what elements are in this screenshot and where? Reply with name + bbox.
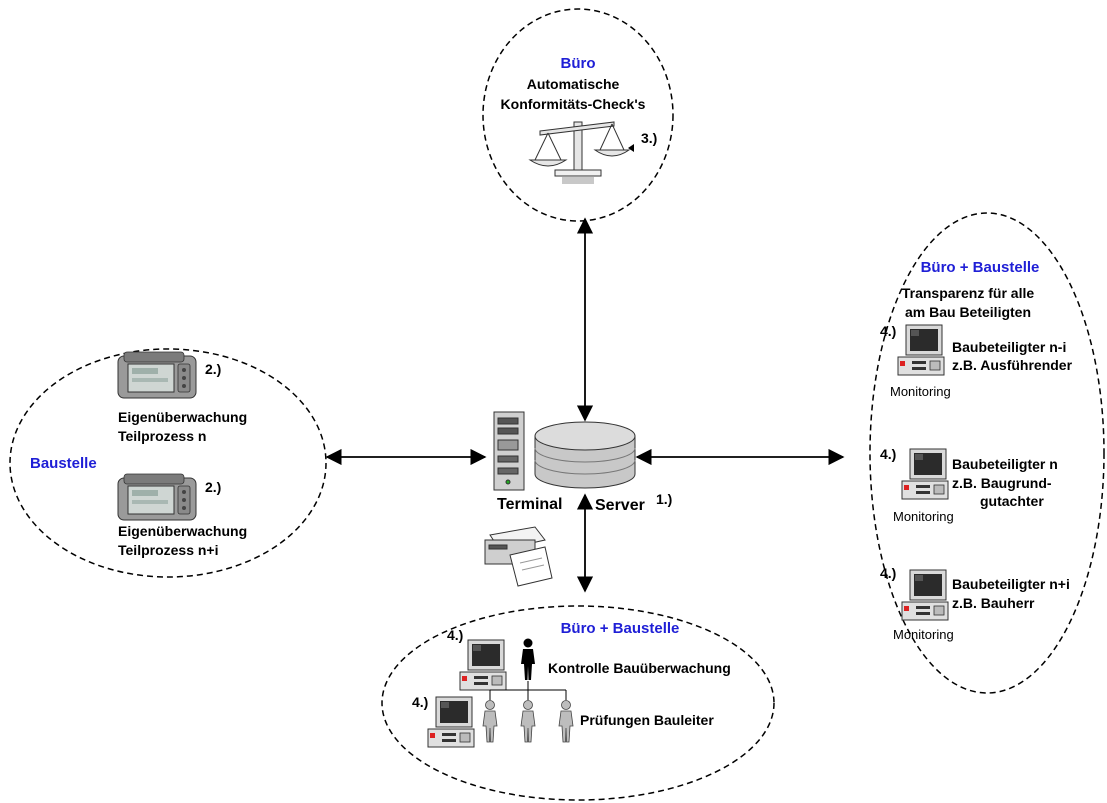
participant-item: 4.) Baubeteiligter n-i z.B. Ausführender…	[880, 323, 1073, 399]
terminal-label: Terminal	[497, 496, 563, 513]
device1-num: 2.)	[205, 361, 221, 377]
group-bottom-supervision: Büro + Baustelle 4.) Kontrolle Bauüberwa…	[381, 605, 775, 801]
right-subtitle1: Transparenz für alle	[902, 285, 1034, 301]
server-label: Server	[595, 497, 645, 514]
computer-icon	[459, 639, 507, 691]
monitoring-label: Monitoring	[893, 509, 954, 524]
handheld-device-icon	[117, 351, 197, 399]
participant-line1: Baubeteiligter n-i	[952, 339, 1066, 355]
device2-line1: Eigenüberwachung	[118, 523, 247, 539]
right-subtitle2: am Bau Beteiligten	[905, 304, 1031, 320]
bottom-num2: 4.)	[412, 694, 428, 710]
buero-line1: Automatische	[527, 76, 620, 92]
participant-line2: z.B. Bauherr	[952, 595, 1035, 611]
participant-line1: Baubeteiligter n+i	[952, 576, 1070, 592]
monitoring-label: Monitoring	[893, 627, 954, 642]
server-num: 1.)	[656, 491, 672, 507]
buero-num: 3.)	[641, 130, 657, 146]
supervisor-person-icon	[521, 638, 535, 680]
computer-icon	[427, 696, 475, 748]
right-title: Büro + Baustelle	[921, 259, 1040, 276]
monitoring-label: Monitoring	[890, 384, 951, 399]
device1-line2: Teilprozess n	[118, 428, 206, 444]
participant-item: 4.) Baubeteiligter n+i z.B. Bauherr Moni…	[880, 565, 1070, 642]
participant-item: 4.) Baubeteiligter n z.B. Baugrund- guta…	[880, 446, 1058, 524]
worker-person-icon	[558, 700, 574, 743]
worker-person-icon	[520, 700, 536, 743]
baustelle-title: Baustelle	[30, 455, 97, 472]
device2-num: 2.)	[205, 479, 221, 495]
participant-line1: Baubeteiligter n	[952, 456, 1058, 472]
printer-icon	[484, 526, 553, 587]
handheld-device-icon	[117, 473, 197, 521]
participant-line2: z.B. Ausführender	[952, 357, 1073, 373]
group-buero-top: Büro Automatische Konformitäts-Check's 3…	[482, 8, 674, 222]
hierarchy-lines	[489, 681, 567, 700]
computer-icon	[901, 448, 949, 500]
participant-num: 4.)	[880, 446, 896, 462]
group-center-server: Terminal Server 1.)	[484, 411, 672, 587]
computer-icon	[901, 569, 949, 621]
bottom-title: Büro + Baustelle	[561, 620, 680, 637]
buero-line2: Konformitäts-Check's	[501, 96, 646, 112]
bottom-label2: Prüfungen Bauleiter	[580, 712, 714, 728]
server-database-icon	[534, 421, 636, 489]
terminal-tower-icon	[493, 411, 525, 491]
participant-line2: z.B. Baugrund-	[952, 475, 1052, 491]
bottom-num1: 4.)	[447, 627, 463, 643]
device2-line2: Teilprozess n+i	[118, 542, 219, 558]
participant-num: 4.)	[880, 565, 896, 581]
buero-title: Büro	[561, 55, 596, 72]
computer-icon	[897, 324, 945, 376]
participant-line3: gutachter	[980, 493, 1044, 509]
group-right-participants: Büro + Baustelle Transparenz für alle am…	[869, 212, 1105, 694]
connection-arrows	[325, 217, 845, 593]
participant-num: 4.)	[880, 323, 896, 339]
device1-line1: Eigenüberwachung	[118, 409, 247, 425]
group-baustelle-left: 2.) Eigenüberwachung Teilprozess n Baust…	[9, 348, 327, 578]
scale-icon	[528, 121, 631, 184]
bottom-label1: Kontrolle Bauüberwachung	[548, 660, 731, 676]
worker-person-icon	[482, 700, 498, 743]
